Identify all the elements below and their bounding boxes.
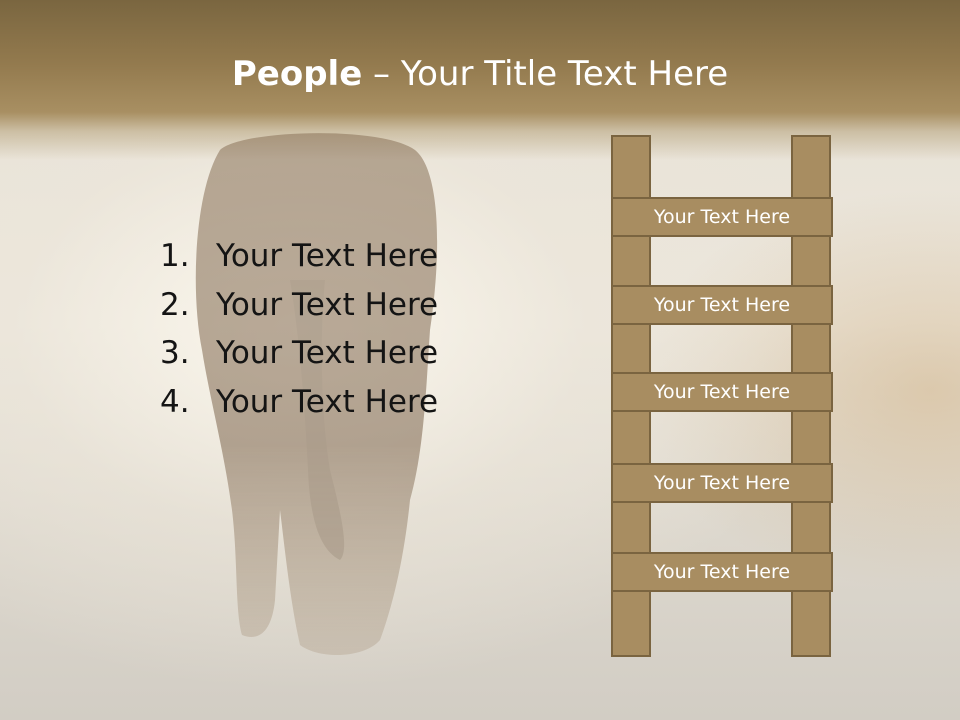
- ladder-rung-1: Your Text Here: [611, 197, 833, 237]
- ladder-rung-5: Your Text Here: [611, 552, 833, 592]
- list-item: 4. Your Text Here: [160, 378, 438, 427]
- elephant-image: [195, 133, 438, 656]
- ladder-rung-2: Your Text Here: [611, 285, 833, 325]
- list-item: 3. Your Text Here: [160, 329, 438, 378]
- slide-title: People – Your Title Text Here: [0, 52, 960, 96]
- list-number: 1.: [160, 238, 190, 274]
- list-text: Your Text Here: [216, 383, 439, 420]
- ladder-rung-4: Your Text Here: [611, 463, 833, 503]
- list-number: 3.: [160, 335, 190, 371]
- list-item: 1. Your Text Here: [160, 232, 438, 281]
- title-band: [0, 0, 960, 160]
- list-text: Your Text Here: [216, 286, 439, 323]
- ladder-diagram: Your Text Here Your Text Here Your Text …: [610, 135, 835, 659]
- list-number: 2.: [160, 286, 190, 323]
- title-rest: – Your Title Text Here: [362, 54, 729, 94]
- title-strong: People: [231, 54, 363, 94]
- numbered-list: 1. Your Text Here 2. Your Text Here 3. Your…: [160, 232, 438, 426]
- list-text: Your Text Here: [216, 238, 439, 274]
- list-text: Your Text Here: [216, 335, 439, 371]
- ladder-rung-3: Your Text Here: [611, 372, 833, 412]
- list-item: 2. Your Text Here: [160, 281, 438, 330]
- list-number: 4.: [160, 383, 190, 420]
